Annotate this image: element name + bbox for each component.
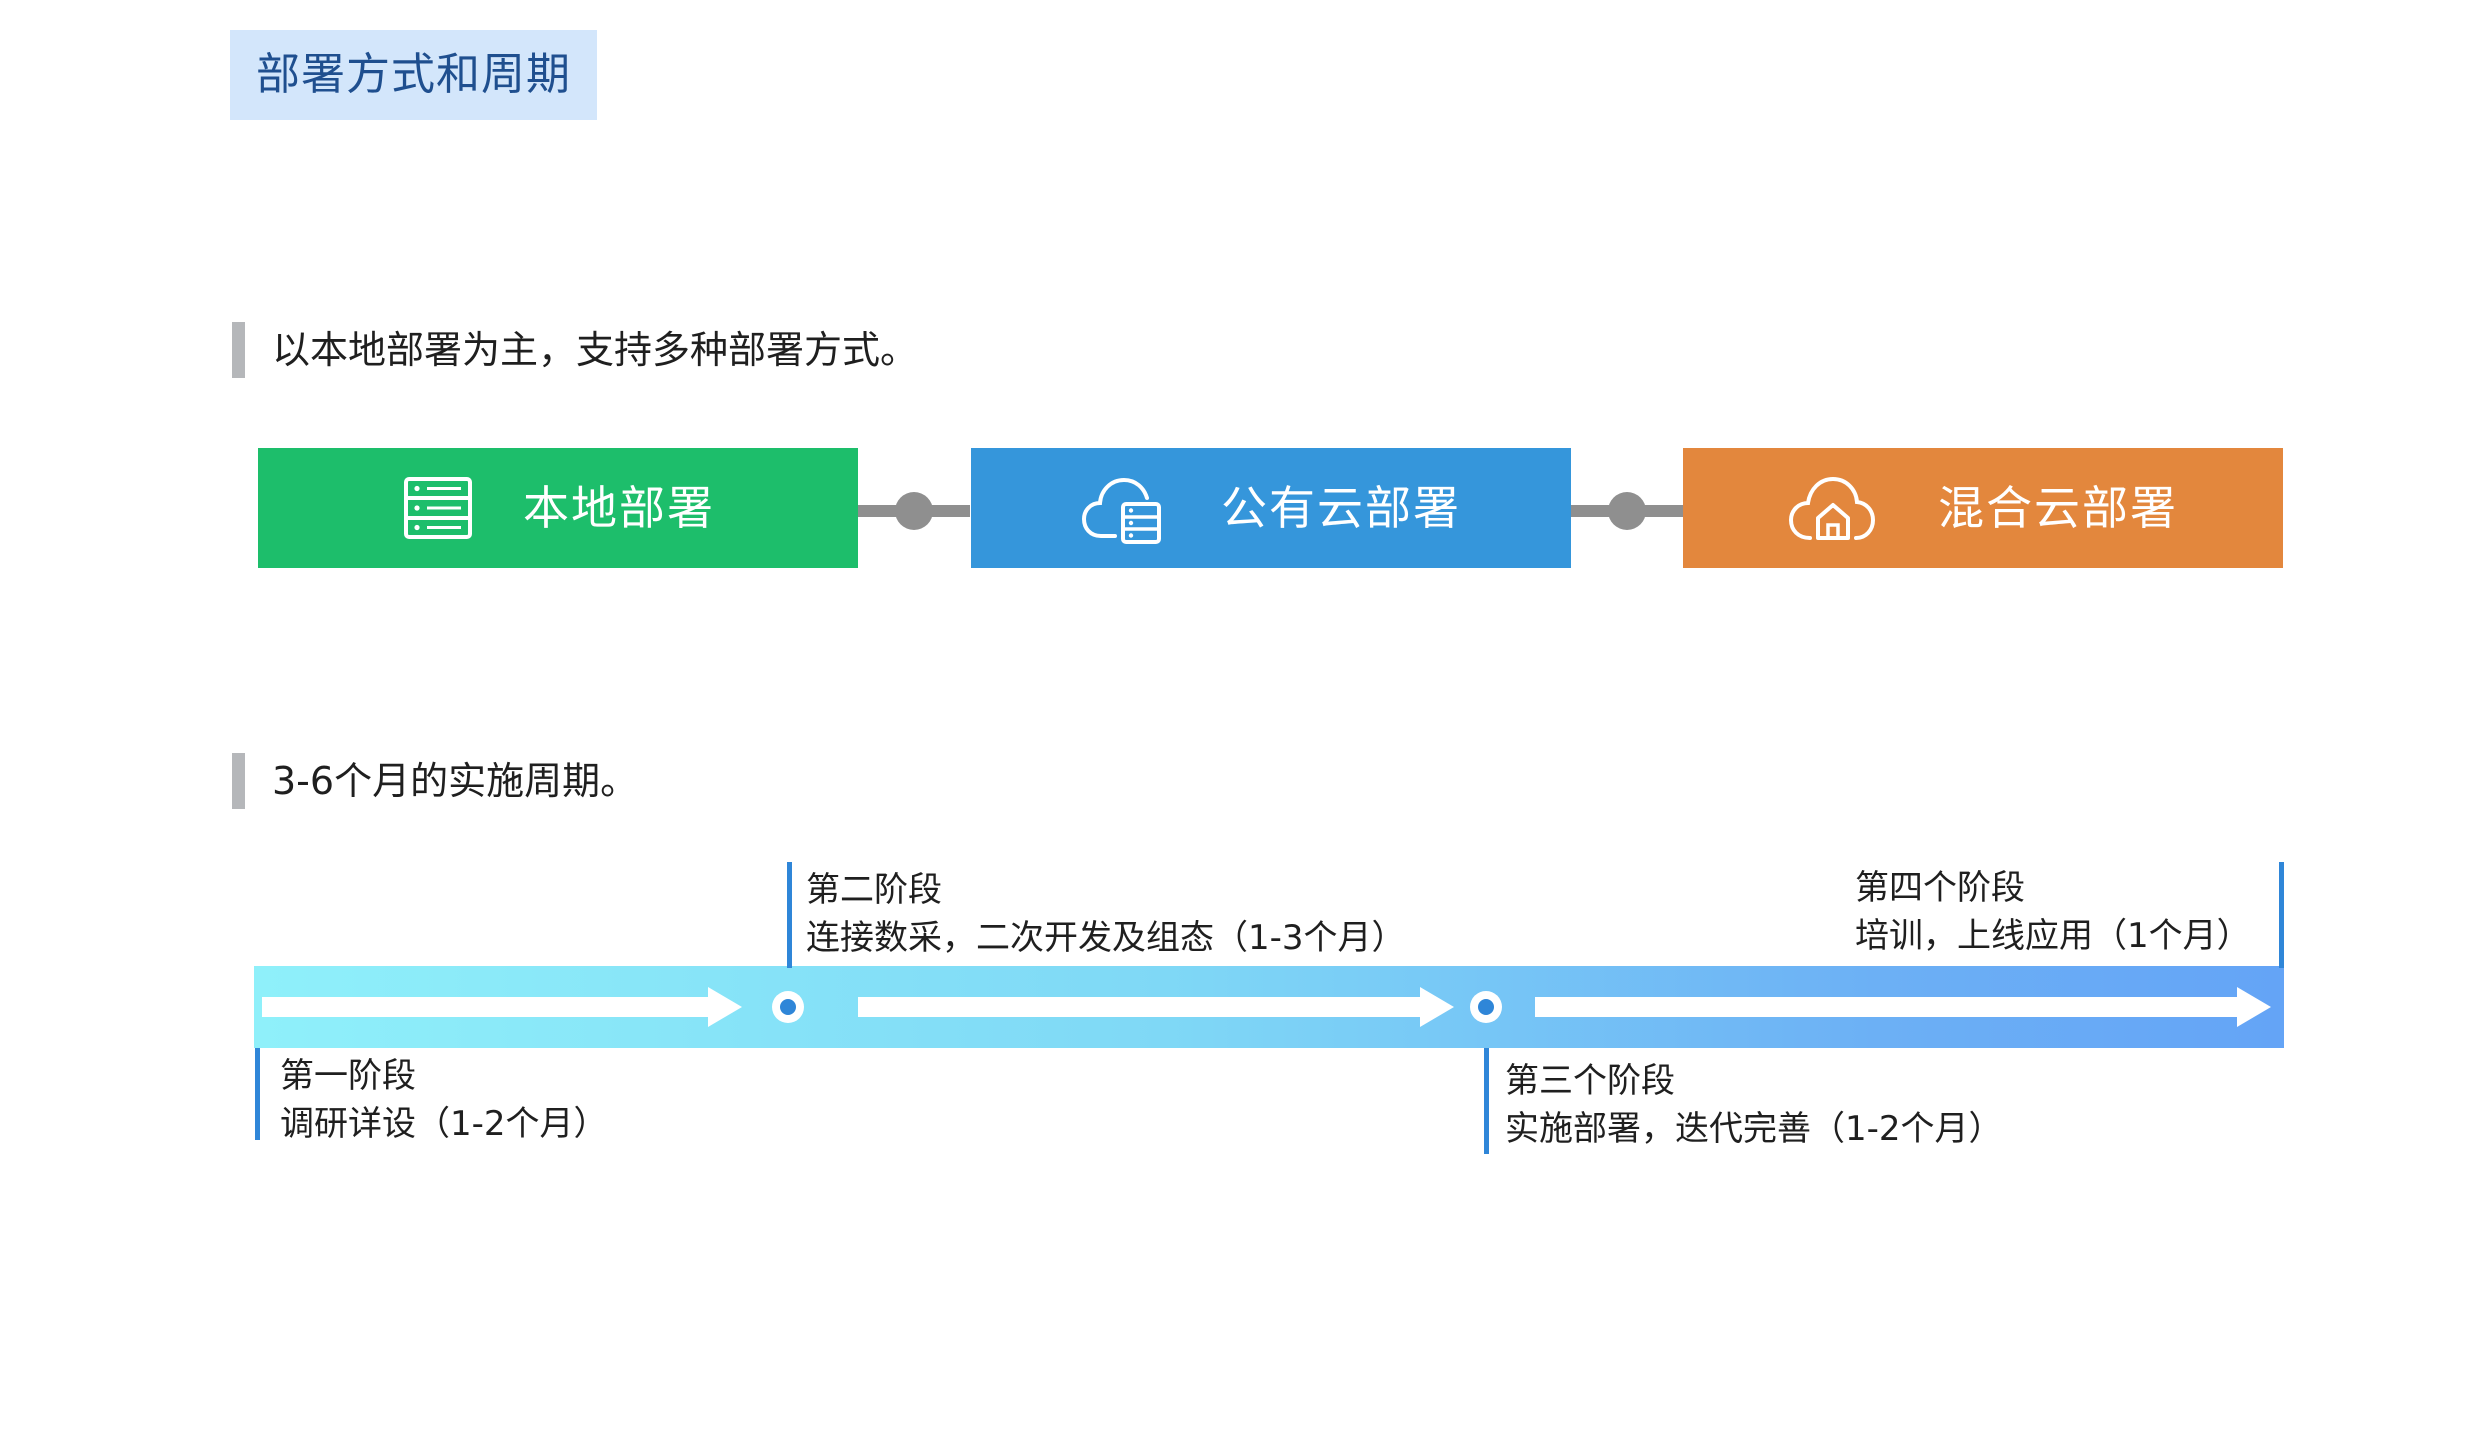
connector-dot — [895, 492, 933, 530]
timeline-arrow-shaft — [262, 997, 710, 1017]
stage-1-label: 第一阶段 调研详设（1-2个月） — [280, 1052, 608, 1148]
section-marker-bar — [232, 753, 245, 809]
deploy-option-label: 公有云部署 — [1221, 481, 1461, 535]
stage-2-label: 第二阶段 连接数采，二次开发及组态（1-3个月） — [806, 866, 1406, 962]
deploy-option-hybrid-cloud: 混合云部署 — [1683, 448, 2283, 568]
milestone-marker — [1470, 991, 1502, 1023]
cloud-server-icon — [1081, 477, 1161, 544]
timeline-arrow-shaft — [858, 997, 1422, 1017]
arrow-right-icon — [708, 987, 742, 1027]
deploy-option-public-cloud: 公有云部署 — [971, 448, 1571, 568]
server-icon — [404, 477, 472, 539]
stage-marker-line — [255, 1048, 260, 1140]
stage-3-label: 第三个阶段 实施部署，迭代完善（1-2个月） — [1505, 1057, 2003, 1153]
page-title: 部署方式和周期 — [230, 30, 597, 120]
stage-description: 调研详设（1-2个月） — [280, 1104, 608, 1144]
section-marker-bar — [232, 322, 245, 378]
stage-name: 第三个阶段 — [1505, 1061, 1675, 1101]
stage-description: 连接数采，二次开发及组态（1-3个月） — [806, 918, 1406, 958]
stage-description: 实施部署，迭代完善（1-2个月） — [1505, 1109, 2003, 1149]
cycle-section-text: 3-6个月的实施周期。 — [272, 759, 639, 803]
stage-name: 第一阶段 — [280, 1056, 416, 1096]
stage-name: 第四个阶段 — [1855, 868, 2025, 908]
stage-description: 培训，上线应用（1个月） — [1855, 916, 2251, 956]
milestone-dot-icon — [1478, 999, 1494, 1015]
stage-marker-line — [1484, 1048, 1489, 1154]
arrow-right-icon — [2237, 987, 2271, 1027]
connector-dot — [1608, 492, 1646, 530]
timeline-arrow-shaft — [1535, 997, 2239, 1017]
stage-4-label: 第四个阶段 培训，上线应用（1个月） — [1855, 864, 2251, 960]
cloud-home-icon — [1788, 476, 1876, 540]
deploy-option-local: 本地部署 — [258, 448, 858, 568]
milestone-marker — [772, 991, 804, 1023]
deploy-section-text: 以本地部署为主，支持多种部署方式。 — [272, 328, 919, 372]
stage-name: 第二阶段 — [806, 870, 942, 910]
milestone-dot-icon — [780, 999, 796, 1015]
arrow-right-icon — [1420, 987, 1454, 1027]
stage-marker-line — [787, 862, 792, 968]
stage-marker-line — [2279, 862, 2284, 968]
deploy-option-label: 本地部署 — [523, 481, 715, 535]
deploy-option-label: 混合云部署 — [1938, 481, 2178, 535]
